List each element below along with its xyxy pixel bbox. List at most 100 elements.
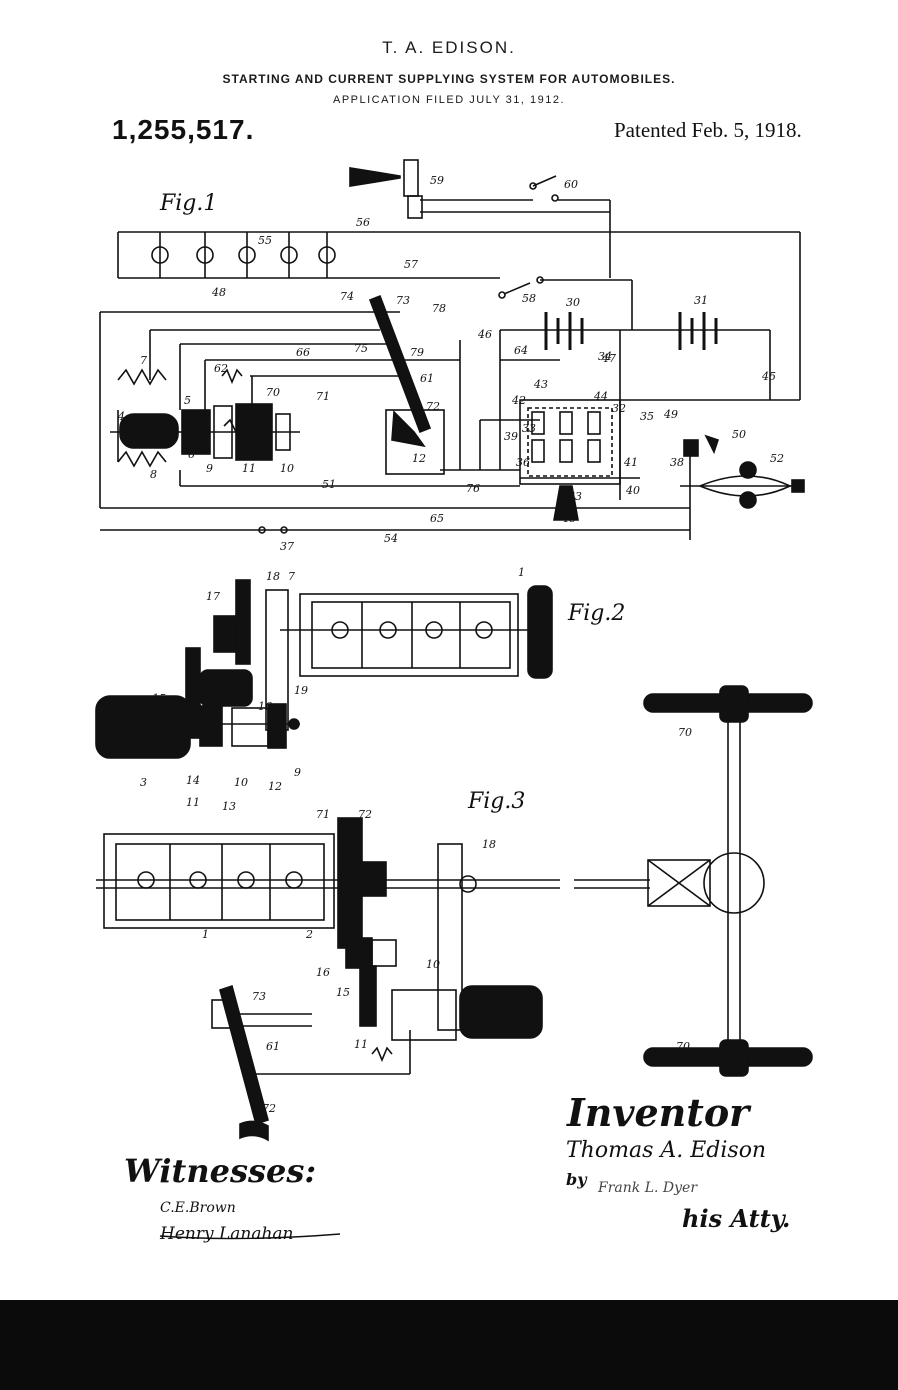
fig1-reference-numeral: 48: [211, 286, 226, 299]
fig1-diagram: [99, 159, 805, 540]
fig3-title: Fig.3: [467, 789, 525, 814]
fig1-reference-numeral: 56: [356, 216, 370, 229]
fig2-reference-numeral: 13: [222, 800, 236, 813]
fig1-reference-numeral: 62: [214, 362, 228, 375]
fig1-reference-numeral: 9: [206, 462, 213, 475]
fig1-reference-numeral: 64: [514, 344, 528, 357]
fig1-reference-numeral: 59: [430, 174, 444, 187]
fig2-reference-numeral: 1: [518, 566, 525, 579]
fig1-reference-numeral: 60: [564, 178, 578, 191]
fig1-reference-numeral: 57: [404, 258, 418, 271]
by-label: by: [566, 1170, 587, 1189]
patent-date: Patented Feb. 5, 1918.: [614, 118, 802, 142]
fig2-diagram: [95, 579, 553, 759]
fig1-reference-numeral: 41: [623, 456, 638, 469]
fig3-reference-numeral: 3: [518, 1002, 525, 1015]
fig1-reference-numeral: 50: [732, 428, 746, 441]
fig2-reference-numeral: 3: [140, 776, 147, 789]
fig1-reference-numeral: 33: [522, 422, 536, 435]
fig3-reference-numeral: 72: [262, 1102, 276, 1115]
fig1-title: Fig.1: [159, 191, 217, 216]
fig1-reference-numeral: 34: [598, 350, 612, 363]
fig1-reference-numeral: 8: [150, 468, 157, 481]
fig2-reference-numeral: 70: [678, 726, 692, 739]
fig2-reference-numeral: 7: [288, 570, 295, 583]
fig1-reference-numeral: 36: [516, 456, 530, 469]
fig2-reference-numeral: 19: [294, 684, 308, 697]
fig1-reference-numeral: 12: [412, 452, 426, 465]
fig1-reference-numeral: 54: [384, 532, 398, 545]
fig1-reference-numeral: 51: [322, 478, 336, 491]
fig2-reference-numeral: 16: [258, 700, 272, 713]
patent-drawing: Fig.1 Fig.2 Fig.3 5960565557584874737830…: [95, 159, 813, 1240]
fig1-reference-numeral: 76: [466, 482, 480, 495]
fig1-reference-numeral: 63: [568, 490, 582, 503]
fig1-reference-numeral: 47: [601, 352, 616, 365]
fig3-reference-numeral: 10: [426, 958, 440, 971]
fig1-reference-numeral: 70: [266, 386, 280, 399]
fig1-reference-numeral: 7: [140, 354, 147, 367]
fig1-reference-numeral: 10: [280, 462, 294, 475]
fig1-reference-numeral: 37: [280, 540, 294, 553]
bottom-band: [0, 1300, 898, 1390]
fig2-reference-numeral: 11: [186, 796, 200, 809]
fig1-reference-numeral: 79: [410, 346, 424, 359]
fig1-reference-numeral: 78: [432, 302, 446, 315]
fig3-reference-numeral: 71: [316, 808, 330, 821]
fig3-reference-numeral: 61: [266, 1040, 280, 1053]
fig3-reference-numeral: 72: [358, 808, 372, 821]
fig1-reference-numeral: 73: [396, 294, 410, 307]
fig1-reference-numeral: 74: [340, 290, 354, 303]
fig1-reference-numeral: 32: [612, 402, 626, 415]
header-inventor: T. A. EDISON.: [382, 38, 516, 57]
fig1-reference-numeral: 39: [504, 430, 518, 443]
application-filed: APPLICATION FILED JULY 31, 1912.: [332, 94, 566, 106]
fig1-reference-numeral: 75: [354, 342, 368, 355]
attorney-signature: Frank L. Dyer: [598, 1180, 698, 1196]
fig1-reference-numeral: 38: [670, 456, 684, 469]
fig1-reference-numeral: 11: [242, 462, 256, 475]
witness-underline: [159, 1233, 341, 1240]
fig2-title: Fig.2: [567, 601, 625, 626]
fig3-reference-numeral: 1: [202, 928, 209, 941]
witness-2-signature: Henry Lanahan: [160, 1224, 294, 1244]
fig1-reference-numeral: 30: [566, 296, 580, 309]
fig2-reference-numeral: 18: [266, 570, 280, 583]
fig1-reference-numeral: 46: [477, 328, 492, 341]
fig1-reference-numeral: 44: [593, 390, 608, 403]
fig1-reference-numeral: 52: [770, 452, 784, 465]
fig3-reference-numeral: 70: [676, 1040, 690, 1053]
witness-1-signature: C.E.Brown: [160, 1200, 236, 1216]
fig3-reference-numeral: 11: [354, 1038, 368, 1051]
fig3-diagram: [96, 685, 813, 1142]
fig1-reference-numeral: 49: [663, 408, 678, 421]
fig2-reference-numeral: 10: [234, 776, 248, 789]
fig1-reference-numeral: 31: [694, 294, 708, 307]
fig3-reference-numeral: 15: [336, 986, 350, 999]
fig1-reference-numeral: 48: [561, 512, 576, 525]
fig1-reference-numeral: 4: [117, 410, 125, 423]
patent-sheet: T. A. EDISON. STARTING AND CURRENT SUPPL…: [95, 38, 813, 1244]
fig1-reference-numeral: 58: [522, 292, 536, 305]
fig2-reference-numeral: 15: [152, 692, 166, 705]
patent-number: 1,255,517.: [112, 114, 255, 145]
fig2-reference-numeral: 12: [268, 780, 282, 793]
patent-title: STARTING AND CURRENT SUPPLYING SYSTEM FO…: [222, 72, 676, 86]
fig3-reference-numeral: 18: [482, 838, 496, 851]
inventor-signature: Thomas A. Edison: [566, 1138, 767, 1163]
fig1-reference-numeral: 42: [511, 394, 526, 407]
fig1-reference-numeral: 71: [316, 390, 330, 403]
fig1-reference-numeral: 55: [258, 234, 272, 247]
fig2-reference-numeral: 17: [206, 590, 220, 603]
fig3-reference-numeral: 16: [316, 966, 330, 979]
attorney-label: his Atty.: [682, 1204, 791, 1233]
fig2-reference-numeral: 9: [294, 766, 301, 779]
fig1-reference-numeral: 65: [430, 512, 444, 525]
fig1-reference-numeral: 66: [296, 346, 310, 359]
fig2-reference-numeral: 14: [186, 774, 200, 787]
fig3-reference-numeral: 2: [305, 928, 313, 941]
fig1-reference-numeral: 61: [420, 372, 434, 385]
fig1-reference-numeral: 35: [640, 410, 654, 423]
fig1-reference-numeral: 40: [625, 484, 640, 497]
